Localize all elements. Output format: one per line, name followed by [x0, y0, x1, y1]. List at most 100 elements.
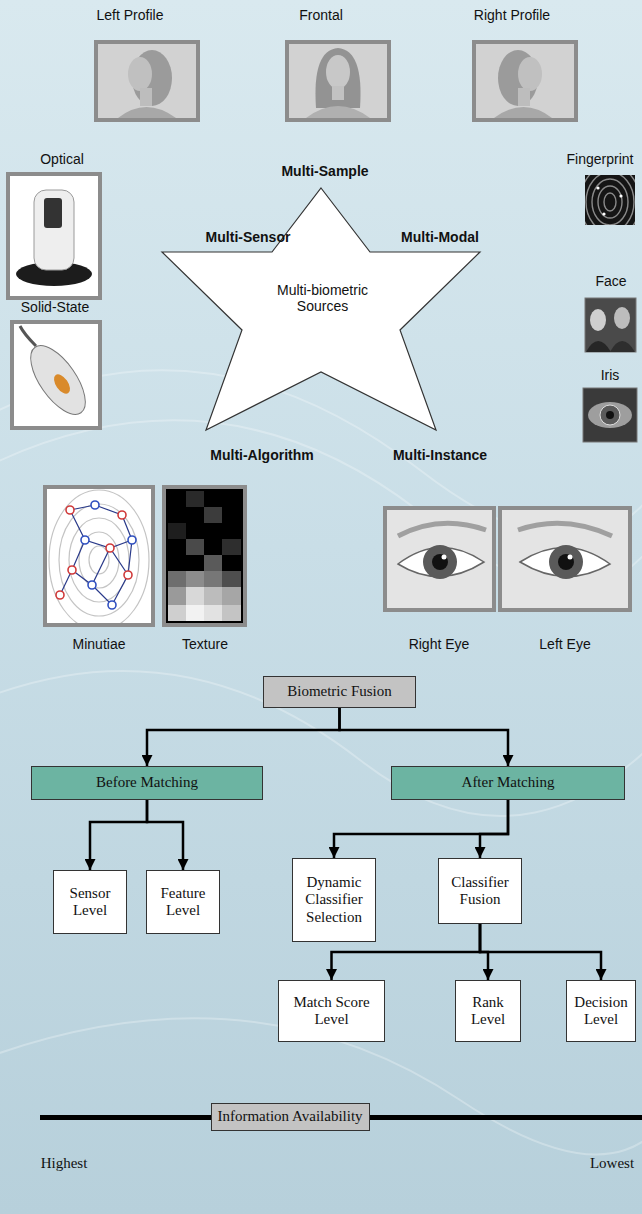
face-photo	[287, 42, 389, 120]
eye-image	[385, 508, 494, 610]
image-label: Multi-Instance	[393, 448, 487, 463]
node-text: Multi-biometric Sources	[258, 282, 388, 314]
background-swirl	[0, 370, 642, 1154]
texture-image	[204, 555, 222, 571]
image-label: Highest	[41, 1155, 88, 1172]
minutiae-image	[49, 490, 149, 623]
fingerprint-image	[596, 186, 599, 189]
fingerprint-image	[604, 193, 616, 211]
minutiae-image	[88, 581, 96, 589]
fingerprint-image	[586, 175, 634, 225]
eye-image	[558, 554, 574, 570]
image-label: Multi-Modal	[401, 230, 479, 245]
texture-image	[222, 571, 241, 587]
fusion-box: Information Availability	[211, 1103, 370, 1131]
eye-image	[442, 555, 447, 560]
solid-state-sensor	[51, 372, 73, 397]
tree-connector	[480, 800, 508, 858]
fusion-box: After Matching	[391, 766, 625, 800]
fusion-box: Decision Level	[566, 980, 636, 1042]
iris-image	[588, 402, 632, 428]
node-text: Before Matching	[96, 774, 198, 791]
eye-image	[549, 545, 583, 579]
face-photo	[140, 88, 152, 106]
fingerprint-image	[580, 165, 640, 239]
minutiae-image	[60, 505, 132, 605]
image-label: Left Eye	[539, 637, 590, 652]
image-label: Solid-State	[21, 300, 89, 315]
node-text: Match Score Level	[284, 994, 379, 1029]
texture-image	[186, 539, 204, 555]
texture-image	[186, 605, 204, 621]
minutiae-image	[56, 501, 136, 609]
node-text: Rank Level	[461, 994, 515, 1029]
texture-image	[164, 487, 245, 625]
star-shape: Multi-biometric Sources	[150, 180, 495, 440]
minutiae-image	[59, 504, 139, 616]
node-text: Biometric Fusion	[287, 683, 392, 700]
fusion-box: Classifier Fusion	[438, 858, 522, 924]
optical-sensor	[8, 174, 100, 298]
texture-image	[186, 587, 204, 605]
texture-image	[186, 491, 204, 507]
eye-image	[423, 545, 457, 579]
minutiae-image	[66, 506, 74, 514]
face-image	[610, 341, 635, 352]
eye-image	[398, 523, 486, 536]
minutiae-image	[45, 487, 153, 625]
node-text: Feature Level	[152, 885, 214, 920]
iris-image	[606, 411, 614, 419]
minutiae-image	[56, 591, 64, 599]
face-photo	[118, 107, 176, 118]
fusion-box: Sensor Level	[53, 870, 127, 934]
iris-image	[583, 388, 637, 442]
fusion-box: Match Score Level	[278, 980, 385, 1042]
face-photo	[306, 106, 370, 118]
texture-image	[186, 571, 204, 587]
image-label: Left Profile	[97, 8, 164, 23]
face-photo	[96, 42, 198, 120]
optical-sensor	[44, 198, 62, 228]
face-photo	[96, 42, 198, 120]
tree-connector	[147, 708, 340, 766]
eye-image	[518, 523, 612, 536]
minutiae-image	[91, 501, 99, 509]
tree-connector	[480, 924, 601, 980]
node-text: Decision Level	[572, 994, 630, 1029]
minutiae-image	[106, 544, 114, 552]
face-photo	[315, 48, 360, 108]
optical-sensor	[8, 174, 100, 298]
texture-image	[222, 605, 241, 621]
node-text: Sensor Level	[59, 885, 121, 920]
node-text: Classifier Fusion	[444, 874, 516, 909]
iris-image	[600, 405, 620, 425]
minutiae-image	[72, 540, 128, 605]
image-label: Fingerprint	[567, 152, 634, 167]
fusion-box: Feature Level	[146, 870, 220, 934]
minutiae-image	[45, 487, 153, 630]
tree-connector	[334, 800, 508, 858]
texture-image	[222, 539, 241, 555]
node-text: Information Availability	[217, 1108, 362, 1125]
fingerprint-image	[598, 186, 622, 218]
tree-connector	[340, 708, 509, 766]
image-label: Multi-Algorithm	[210, 448, 313, 463]
image-label: Right Profile	[474, 8, 550, 23]
minutiae-image	[68, 566, 76, 574]
face-photo	[494, 107, 552, 118]
eye-image	[500, 508, 630, 610]
solid-state-sensor	[12, 322, 100, 428]
texture-image	[204, 507, 222, 523]
face-photo	[326, 55, 350, 89]
fingerprint-image	[585, 175, 635, 225]
face-photo	[287, 42, 389, 120]
solid-state-sensor	[12, 322, 100, 428]
image-label: Multi-Sensor	[206, 230, 291, 245]
face-photo	[474, 42, 576, 120]
texture-image	[168, 587, 186, 605]
eye-image	[500, 508, 630, 610]
texture-image	[204, 571, 222, 587]
minutiae-image	[60, 540, 132, 595]
tree-connector	[90, 800, 147, 870]
